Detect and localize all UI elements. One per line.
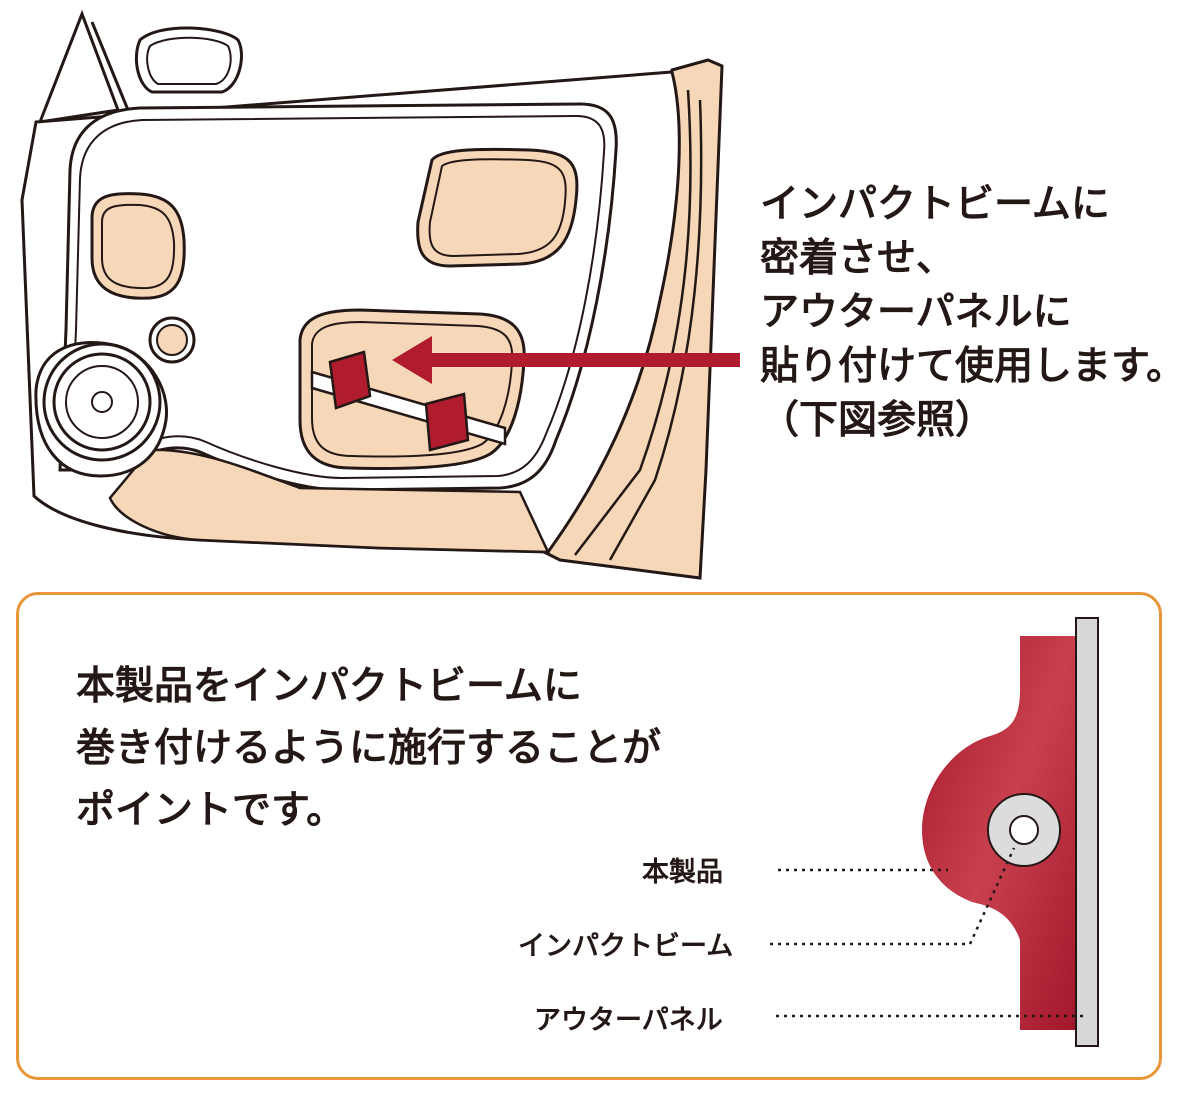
service-hole-right: [416, 147, 579, 268]
point-text: 本製品をインパクトビームに 巻き付けるように施行することが ポイントです。: [76, 656, 661, 842]
description-line: インパクトビームに: [760, 182, 1110, 227]
description-line: アウターパネルに: [760, 290, 1072, 335]
window-frame-inner: [90, 21, 130, 111]
point-line: 巻き付けるように施行することが: [76, 726, 662, 771]
description-line: 密着させ、: [760, 236, 956, 281]
product-pad-2: [424, 392, 470, 452]
service-hole-left-inner: [101, 203, 176, 290]
speaker-ring: [52, 352, 152, 452]
red-arrow-head: [392, 336, 432, 384]
point-line: 本製品をインパクトビームに: [76, 664, 582, 709]
car-door-illustration: [20, 9, 740, 580]
description-line: 貼り付けて使用します。: [760, 344, 1186, 389]
door-inner-outline-2: [68, 114, 606, 480]
service-hole-right-inner: [428, 158, 567, 258]
description-line: （下図参照）: [760, 398, 995, 443]
panel-edge-line-2: [608, 99, 703, 561]
impact-beam-opening-inner: [311, 320, 514, 458]
usage-description: インパクトビームに 密着させ、 アウターパネルに 貼り付けて使用します。 （下図…: [760, 178, 1200, 448]
small-round-hole-inner: [156, 324, 188, 356]
panel-edge-line: [574, 89, 692, 556]
label-impact-beam: インパクトビーム: [518, 931, 734, 962]
label-product: 本製品: [642, 857, 723, 888]
point-line: ポイントです。: [76, 788, 346, 833]
side-mirror-inner: [146, 36, 232, 85]
lower-skin-strip: [108, 448, 550, 554]
speaker-center: [91, 391, 113, 413]
product-pad-1: [328, 350, 372, 410]
label-outer-panel: アウターパネル: [534, 1005, 723, 1036]
window-frame: [37, 9, 121, 124]
side-mirror: [135, 26, 243, 94]
service-hole-left: [90, 192, 186, 300]
